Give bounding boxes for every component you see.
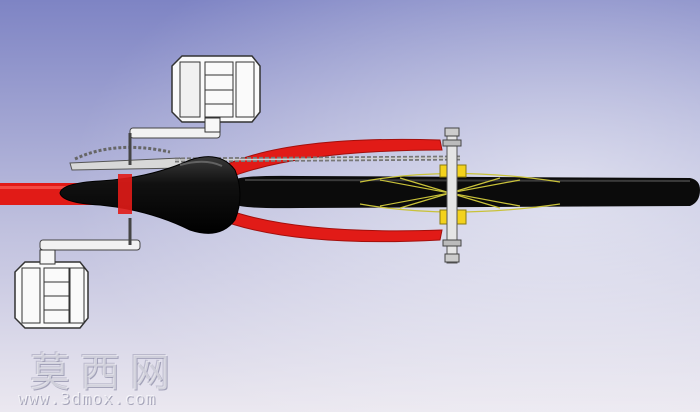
saddle <box>59 156 241 234</box>
rear-tire <box>235 175 700 209</box>
rear-hub <box>439 127 467 264</box>
upper-pedal <box>128 55 261 165</box>
watermark-chinese: 莫西网 <box>30 350 180 396</box>
lower-pedal <box>14 218 141 329</box>
watermark-url: www.3dmox.com <box>18 389 157 408</box>
chainstay-upper <box>213 138 443 179</box>
seat-clamp <box>118 174 132 214</box>
chainstay-lower <box>213 209 443 243</box>
